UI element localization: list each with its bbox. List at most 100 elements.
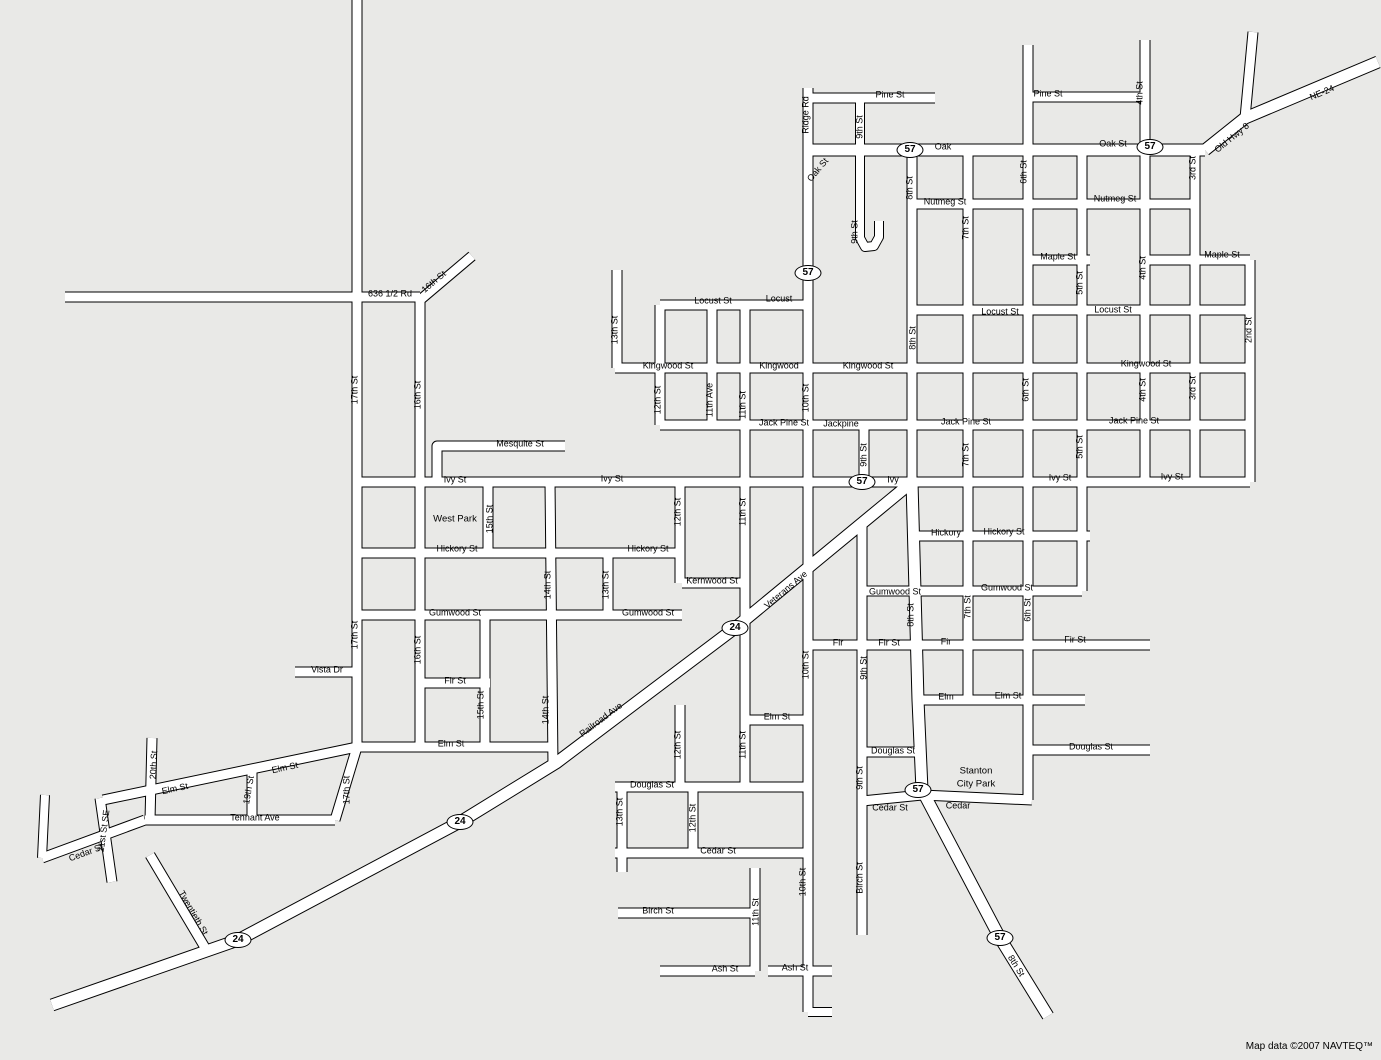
street-label: Nutmeg St [923,196,967,207]
street-label: Locust St [694,295,732,306]
street-label: Gumwood St [428,607,482,618]
street-label: 17th St [349,375,360,405]
street-label: 5th St [1074,271,1085,295]
road-fill [38,794,49,859]
street-label: Fir St [1064,634,1086,645]
street-label: Locust [765,293,793,304]
street-label: Locust St [1094,304,1132,315]
park-label: City Park [956,778,996,790]
street-label: 9th St [858,443,869,467]
street-label: 12th St [672,497,683,527]
street-label: Ash St [711,963,739,974]
street-label: 12th St [687,803,698,833]
street-label: 11th St [750,898,761,926]
street-label: Ivy St [443,474,467,485]
street-label: Hickory [930,527,962,538]
street-label: 7th St [962,595,973,619]
street-label: 4th St [1137,256,1148,280]
street-label: 10th St [800,650,811,680]
street-label: Birch St [854,862,865,894]
copyright: Map data ©2007 NAVTEQ™ [1245,1041,1373,1052]
street-label: Jack Pine St [1108,415,1160,426]
street-label: Cedar St [700,845,736,856]
street-label: Locust St [981,306,1019,317]
street-label: Kingwood St [842,360,894,371]
road-fill [921,790,1033,805]
road-fill [545,481,558,766]
street-label: Douglas St [1068,741,1114,752]
street-label: Hickory St [627,543,669,554]
street-label: 15th St [475,690,486,720]
route-shield: 57 [1136,139,1164,155]
street-label: Hickory St [436,543,478,554]
park-label: Stanton [959,765,993,777]
street-label: Maple St [1040,251,1076,262]
street-label: 6th St [1020,378,1031,402]
street-label: 9th St [849,220,860,244]
street-label: 5th St [1074,435,1085,459]
street-label: Fir [832,637,844,648]
street-label: Ivy St [1160,471,1184,482]
route-shield: 57 [794,265,822,281]
street-label: Ridge Rd [800,96,811,134]
road-fill [417,252,475,304]
street-label: 16th St [412,635,423,665]
street-label: 14th St [542,570,553,600]
street-label: Mesquite St [496,438,544,449]
street-label: 11th Ave [704,382,715,418]
street-label: Jackpine [823,418,859,429]
street-label: Kingwood St [1120,358,1172,369]
street-label: Elm St [994,690,1022,701]
route-shield: 24 [224,932,252,948]
street-label: 10th St [797,867,808,897]
route-shield: 24 [446,814,474,830]
street-label: 3rd St [1187,375,1198,401]
route-shield: 57 [904,782,932,798]
street-label: Gumwood St [621,607,675,618]
street-label: 4th St [1137,378,1148,402]
road-fill [856,98,883,251]
street-label: Douglas St [870,745,916,756]
street-label: Nutmeg St [1093,193,1137,204]
road-fill [1240,31,1258,119]
street-label: 8th St [905,603,916,627]
street-label: Kingwood [759,360,799,371]
street-label: 9th St [858,656,869,680]
street-label: Kingwood St [642,360,694,371]
street-label: 17th St [349,620,360,650]
street-label: 16th St [412,380,423,410]
park-label: West Park [433,513,477,525]
street-label: Ivy St [1048,472,1072,483]
street-label: Cedar St [872,802,908,813]
street-label: Elm St [763,711,791,722]
street-label: Elm [938,691,954,702]
street-label: Fir [940,636,952,647]
street-label: Ivy St [600,473,624,484]
street-label: 7th St [960,216,971,240]
street-label: 13th St [600,570,611,600]
street-label: 636 1/2 Rd [367,288,413,299]
street-label: Tennant Ave [230,812,280,823]
route-shield: 57 [848,474,876,490]
street-label: Vista Dr [311,664,343,675]
street-label: Gumwood St [980,582,1034,593]
street-label: Cedar [945,800,971,811]
street-label: Fir St [878,637,900,648]
street-label: 9th St [854,766,865,790]
street-label: Pine St [875,89,905,100]
street-label: Ash St [781,962,809,973]
street-label: 11th St [737,731,748,759]
street-label: 11th St [737,498,748,526]
street-label: 13th St [614,797,625,827]
street-label: 7th St [960,443,971,467]
street-label: 2nd St [1243,316,1254,344]
route-shield: 57 [986,930,1014,946]
street-label: Oak St [1099,138,1127,149]
street-label: Birch St [642,905,674,916]
road-fill [95,797,117,883]
street-label: 12th St [652,385,663,415]
street-label: 6th St [1018,160,1029,184]
road-fill [145,737,157,821]
